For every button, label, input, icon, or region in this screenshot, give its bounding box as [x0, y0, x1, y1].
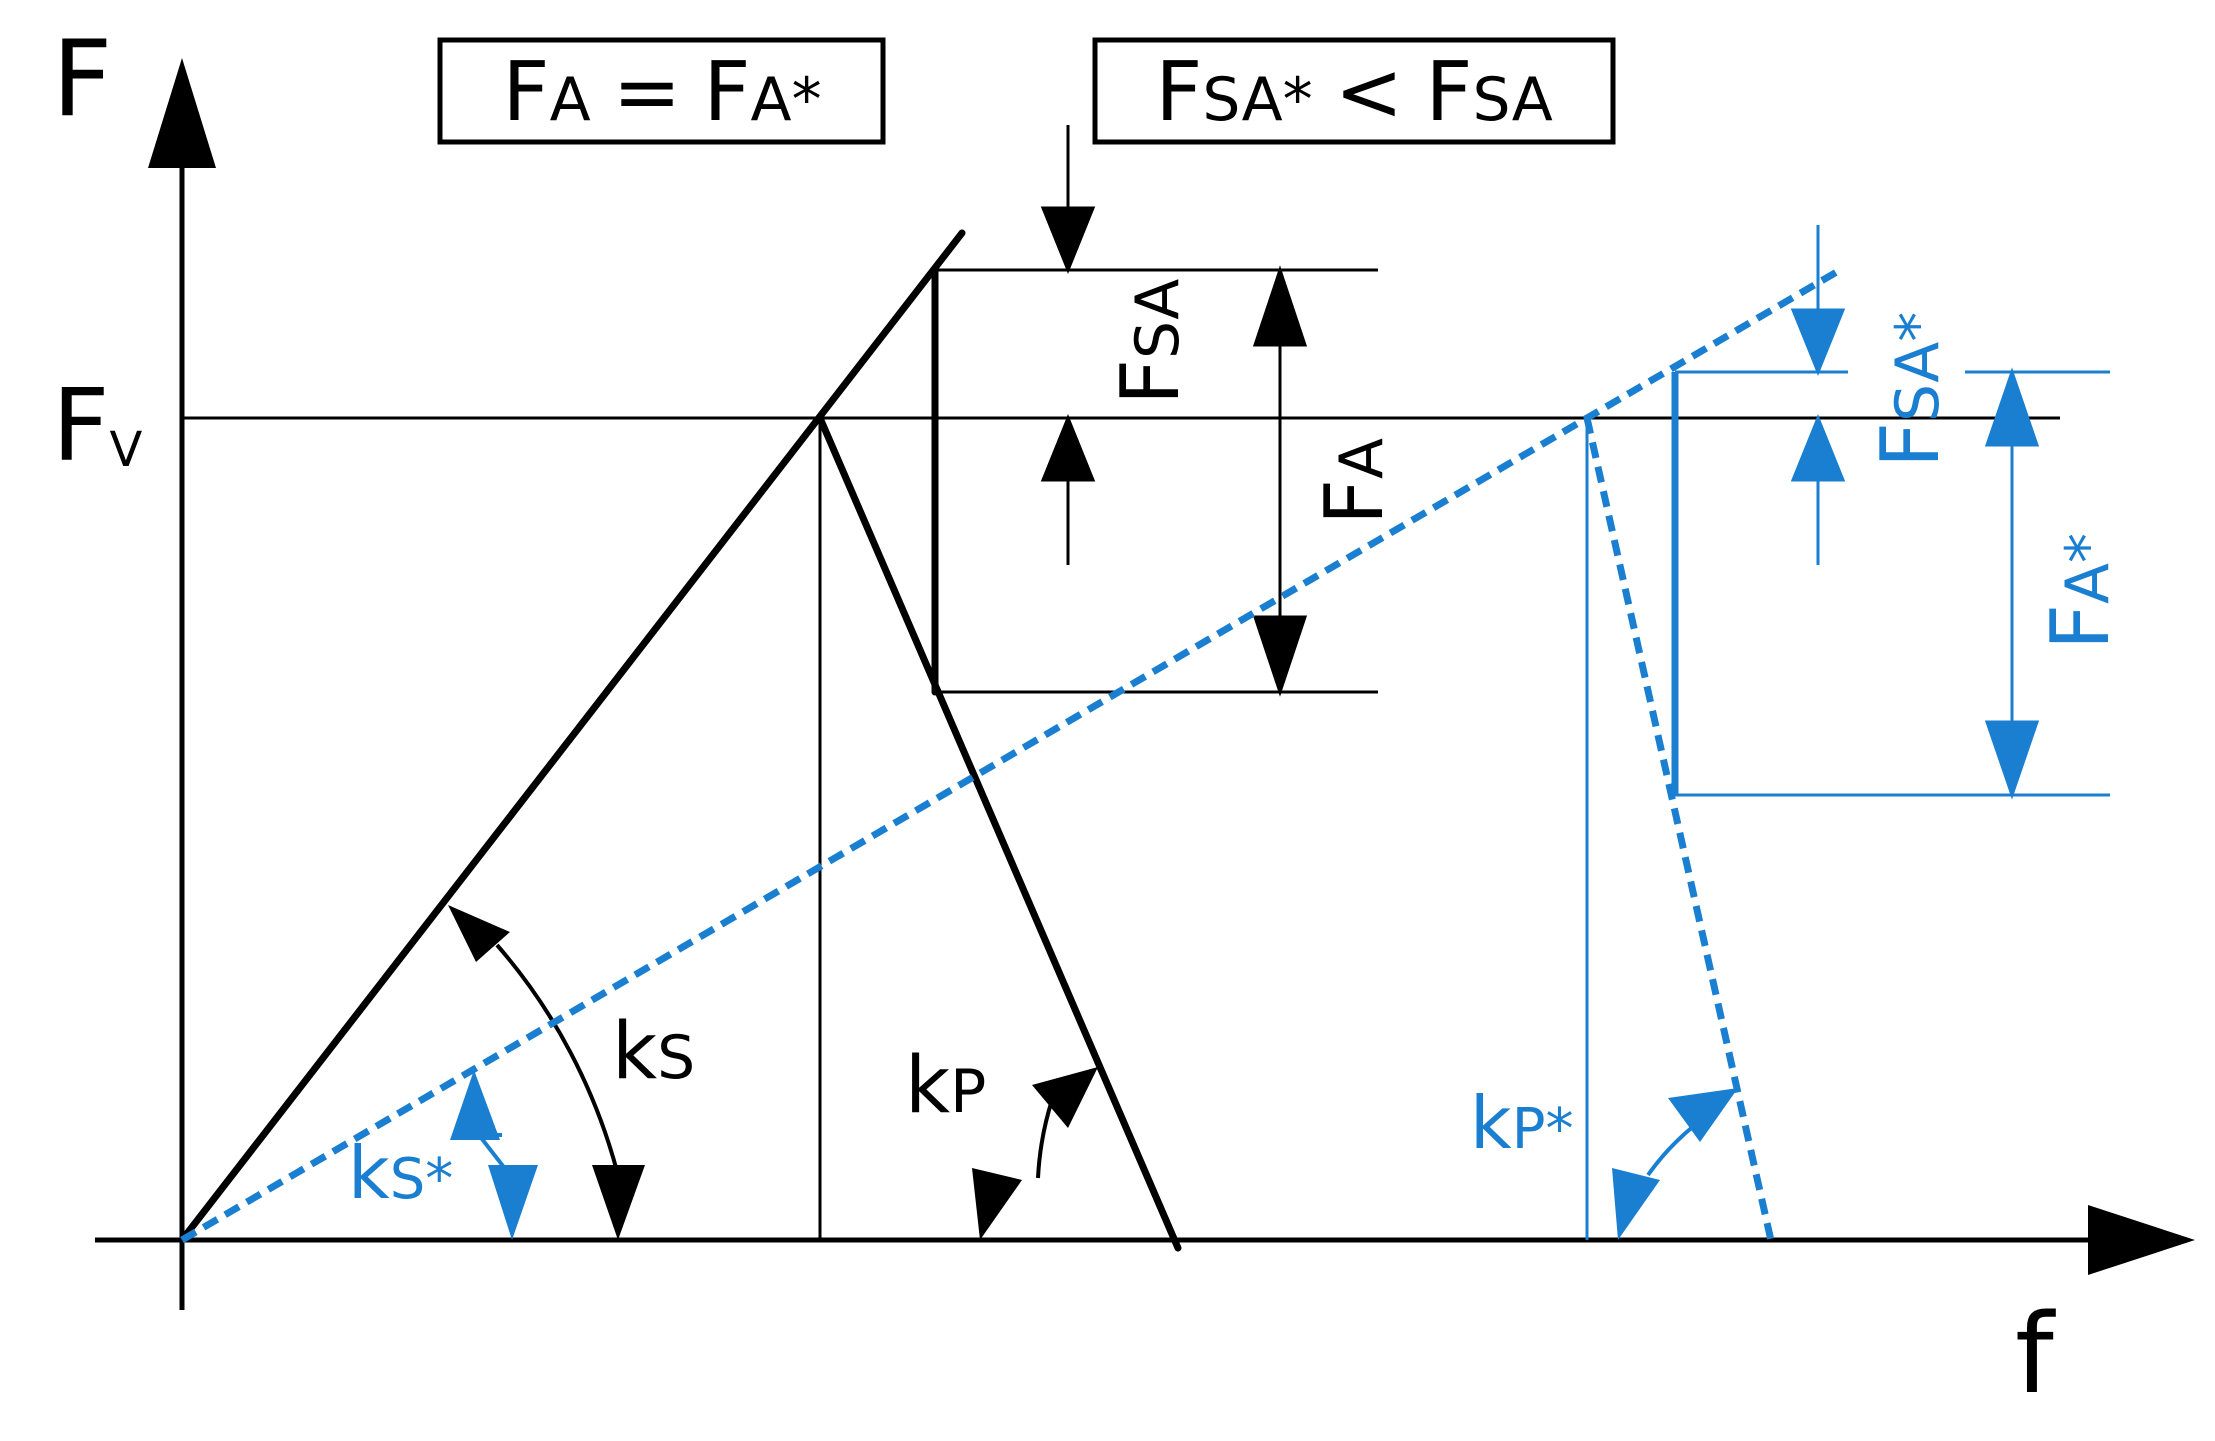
fa-star-label: FA* [2034, 533, 2127, 650]
kp-star-angle-arc [1646, 1123, 1697, 1177]
kp-arrowhead-lower [972, 1168, 1022, 1240]
ks-arrowhead-lower [592, 1165, 645, 1240]
kp-star-arrowhead-upper [1668, 1088, 1738, 1142]
black-dimension-arrows [1040, 125, 1308, 697]
fsa-star-arrow-down [1790, 308, 1846, 377]
inequality-box: FSA*<FSA [1092, 37, 1616, 145]
black-curves [178, 229, 1182, 1252]
fa-label: FA [1308, 438, 1401, 525]
y-axis-arrowhead [148, 58, 216, 168]
ks-star-arrowhead-upper [450, 1070, 500, 1140]
plate-stiffness-line [816, 414, 1182, 1252]
plate-stiffness-star-line [1583, 417, 1776, 1246]
blue-curves [180, 266, 1842, 1246]
fsa-arrow-up [1040, 413, 1096, 482]
reference-lines [182, 268, 2060, 1240]
bolt-stiffness-star-line [180, 266, 1842, 1244]
kp-angle-arc [1036, 1099, 1054, 1179]
ks-star-arrowhead-lower [488, 1165, 538, 1240]
fsa-star-label: FSA* [1864, 312, 1957, 468]
fa-arrow-down [1252, 615, 1308, 697]
fsa-star-arrow-up [1790, 413, 1846, 482]
x-axis-arrowhead [2088, 1205, 2195, 1275]
blue-reference-lines [1585, 370, 2110, 1240]
blue-dimension-arrows [1790, 225, 2040, 800]
bolt-stiffness-line [178, 229, 966, 1244]
axes [95, 58, 2195, 1310]
fsa-label: FSA [1104, 279, 1197, 405]
blue-angle-arcs [450, 1070, 1738, 1240]
fa-arrow-up [1252, 265, 1308, 347]
equality-box: FA=FA* [437, 37, 886, 145]
kp-arrowhead-upper [1032, 1067, 1098, 1128]
ks-arrowhead-upper [448, 905, 510, 962]
y-axis-label: F [52, 18, 112, 140]
x-axis-label: f [2015, 1290, 2056, 1418]
black-angle-arcs [448, 905, 1098, 1240]
kp-star-arrowhead-lower [1612, 1168, 1660, 1240]
kp-label: kP [905, 1041, 986, 1131]
svg-text:FSA*<FSA: FSA*<FSA [1155, 45, 1553, 140]
fv-level-label: FV [52, 367, 143, 484]
fa-star-arrow-up [1984, 367, 2040, 447]
kp-star-label: kP* [1470, 1081, 1573, 1165]
svg-text:FA=FA*: FA=FA* [502, 45, 821, 140]
fa-star-arrow-down [1984, 720, 2040, 800]
ks-angle-arc [495, 943, 620, 1176]
ks-star-label: kS* [348, 1131, 453, 1215]
ks-label: kS [612, 1007, 695, 1097]
fsa-arrow-down [1040, 206, 1096, 275]
